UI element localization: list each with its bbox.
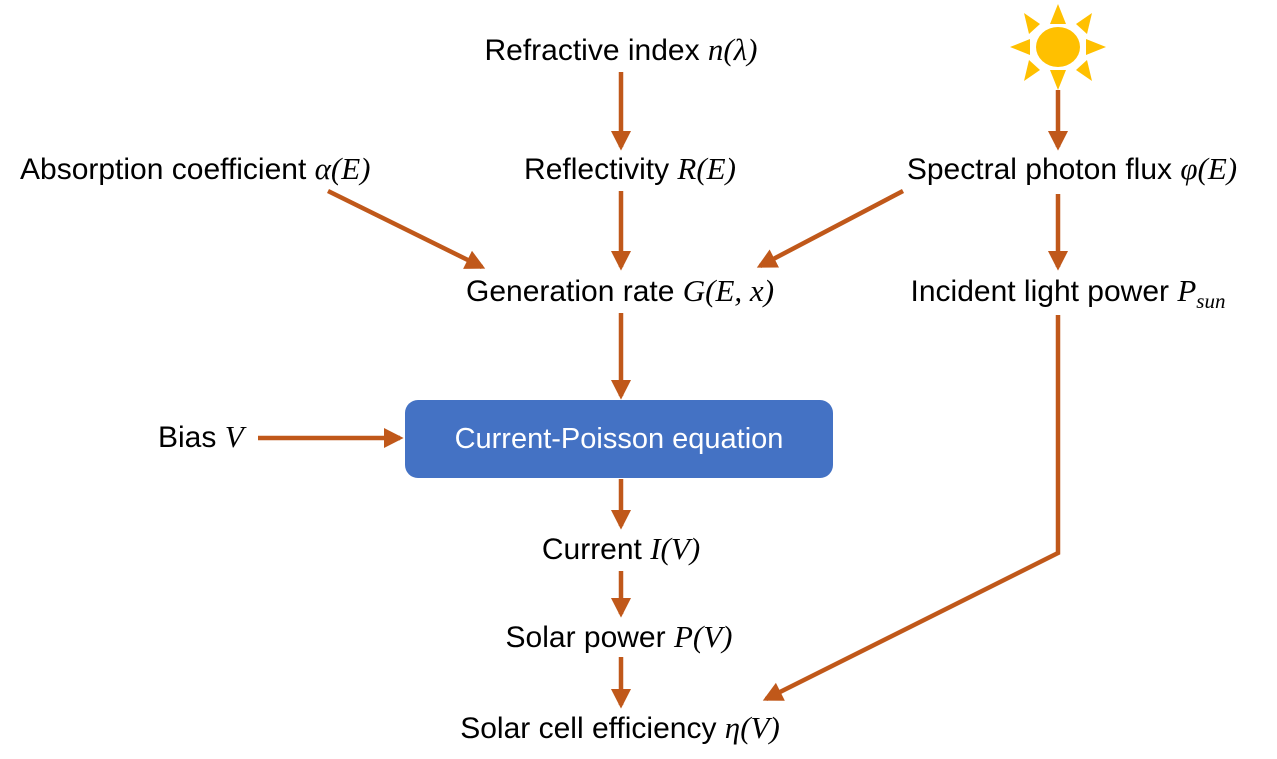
arrow-spectral-photon-flux-to-generation-rate <box>756 189 905 268</box>
node-current-arg: (V) <box>660 531 701 566</box>
node-solar-cell-efficiency-prefix: Solar cell efficiency <box>460 712 725 745</box>
node-current-prefix: Current <box>541 533 651 566</box>
arrow-incident-light-power-to-solar-cell-efficiency <box>762 315 1061 702</box>
node-reflectivity-symbol: R <box>677 151 697 186</box>
node-incident-light-power-prefix: Incident light power <box>910 275 1178 308</box>
node-reflectivity-prefix: Reflectivity <box>524 153 678 186</box>
process-box-label: Current-Poisson equation <box>454 422 784 455</box>
node-refractive-index-arg: (λ) <box>723 32 758 67</box>
node-solar-power-arg: (V) <box>692 619 733 654</box>
node-generation-rate: Generation rate G(E, x) <box>465 273 775 308</box>
node-incident-light-power-subscript: sun <box>1196 289 1226 313</box>
node-spectral-photon-flux-symbol: φ <box>1180 151 1198 186</box>
node-absorption-coefficient-prefix: Absorption coefficient <box>20 153 315 186</box>
node-incident-light-power-symbol: P <box>1177 273 1197 308</box>
node-absorption-coefficient-symbol: α <box>314 151 331 186</box>
node-spectral-photon-flux-prefix: Spectral photon flux <box>906 153 1181 186</box>
node-generation-rate-prefix: Generation rate <box>465 275 683 308</box>
node-solar-power: Solar power P(V) <box>505 619 733 654</box>
node-reflectivity-arg: (E) <box>696 151 736 186</box>
process-box-current-poisson-equation[interactable]: Current-Poisson equation <box>405 400 833 478</box>
node-bias-prefix: Bias <box>158 421 225 454</box>
node-generation-rate-symbol: G <box>682 273 706 308</box>
sun-icon <box>1010 4 1106 90</box>
node-refractive-index-prefix: Refractive index <box>484 34 708 67</box>
node-bias: Bias V <box>158 419 244 454</box>
node-refractive-index-symbol: n <box>707 32 724 67</box>
node-bias-symbol: V <box>224 419 244 454</box>
node-solar-cell-efficiency-symbol: η <box>724 710 741 745</box>
node-solar-cell-efficiency: Solar cell efficiency η(V) <box>460 710 780 745</box>
node-current: Current I(V) <box>541 531 701 566</box>
node-current-symbol: I <box>650 531 661 566</box>
node-solar-cell-efficiency-arg: (V) <box>740 710 780 745</box>
node-spectral-photon-flux-arg: (E) <box>1197 151 1238 186</box>
node-generation-rate-arg: (E, x) <box>705 273 775 308</box>
node-absorption-coefficient-arg: (E) <box>330 151 371 186</box>
node-spectral-photon-flux: Spectral photon flux φ(E) <box>906 151 1238 186</box>
node-incident-light-power: Incident light power Psun <box>910 273 1226 313</box>
node-solar-power-prefix: Solar power <box>505 621 674 654</box>
node-refractive-index: Refractive index n(λ) <box>484 32 758 67</box>
arrow-absorption-coefficient-to-generation-rate <box>327 188 486 270</box>
node-solar-power-symbol: P <box>673 619 693 654</box>
node-absorption-coefficient: Absorption coefficient α(E) <box>20 151 371 186</box>
node-reflectivity: Reflectivity R(E) <box>524 151 736 186</box>
